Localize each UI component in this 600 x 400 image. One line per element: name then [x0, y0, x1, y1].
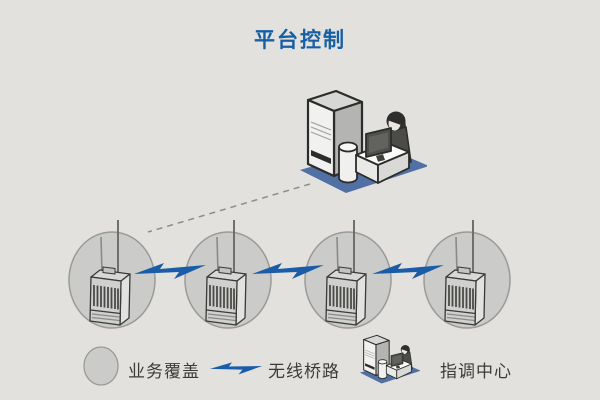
control-center-icon	[356, 332, 420, 384]
legend: 业务覆盖 无线桥路 指调中心	[0, 330, 600, 400]
legend-label-coverage: 业务覆盖	[128, 362, 200, 382]
legend-label-center: 指调中心	[440, 362, 512, 382]
diagram-title: 平台控制	[254, 28, 346, 52]
wireless-bridge-bolt-1	[134, 258, 206, 284]
wireless-bridge-bolt-3	[372, 258, 444, 284]
coverage-circle-icon	[83, 346, 119, 386]
wireless-bridge-icon	[209, 357, 262, 380]
legend-label-bridge: 无线桥路	[268, 362, 340, 382]
wireless-bridge-bolt-2	[252, 258, 324, 284]
control-center-illustration	[292, 84, 427, 194]
